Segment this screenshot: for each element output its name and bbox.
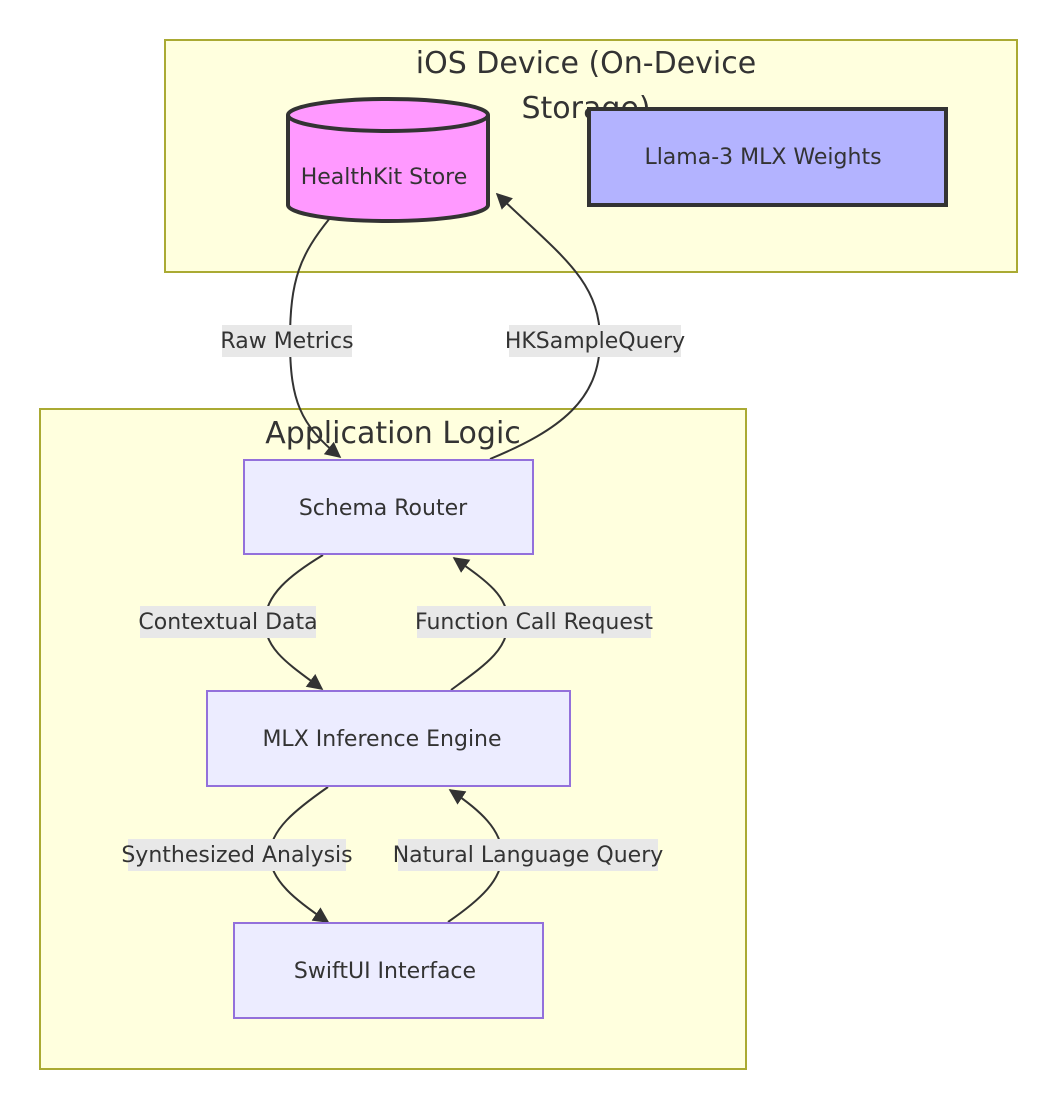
healthkit-store-cylinder-icon [286,97,490,223]
llama-weights-node: Llama-3 MLX Weights [587,107,948,207]
raw-metrics-label: Raw Metrics [220,329,353,354]
synthesized-analysis-label: Synthesized Analysis [121,843,352,868]
raw-metrics-label-bg [222,325,352,357]
swiftui-interface-label: SwiftUI Interface [294,959,476,984]
contextual-data-label-bg [140,606,316,638]
schema-router-label: Schema Router [299,496,468,521]
natural-language-query-label-bg [398,839,658,871]
swiftui-interface-node: SwiftUI Interface [233,922,544,1019]
synthesized-analysis-label-bg [128,839,346,871]
swiftui-interface-box [233,922,544,1019]
application-logic-cluster-title: Application Logic [265,416,521,451]
hk-sample-query-label-bg [509,325,681,357]
natural-language-query-label: Natural Language Query [393,843,664,868]
ios-device-cluster-title-line1: iOS Device (On-Device [416,46,756,81]
llama-weights-box [587,107,948,207]
function-call-request-label-bg [417,606,651,638]
schema-router-node: Schema Router [243,459,534,555]
hk-sample-query-label: HKSampleQuery [505,329,685,354]
healthkit-store-cylinder-top-arc [286,114,490,133]
contextual-data-label: Contextual Data [138,610,317,635]
healthkit-store-node: HealthKit Store [286,97,490,223]
edge-labels: Raw Metrics HKSampleQuery Contextual Dat… [121,325,685,871]
llama-weights-label: Llama-3 MLX Weights [644,145,881,170]
mlx-inference-engine-box [206,690,571,787]
schema-router-box [243,459,534,555]
function-call-request-label: Function Call Request [415,610,653,635]
healthkit-store-label: HealthKit Store [301,165,468,190]
mlx-inference-engine-label: MLX Inference Engine [262,727,501,752]
mlx-inference-engine-node: MLX Inference Engine [206,690,571,787]
